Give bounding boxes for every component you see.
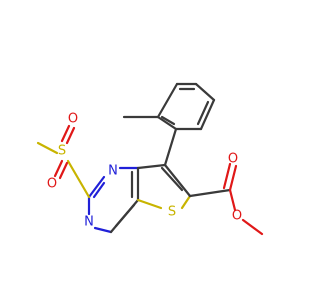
bond-sulfonyl-o-top <box>65 126 76 145</box>
bond-ph-4-inner <box>196 100 210 126</box>
atom-o-sulfonyl-bottom-label: O <box>47 177 57 192</box>
atom-n1-label: N <box>108 164 118 179</box>
bond-o-methyl <box>241 218 264 236</box>
bond-c7-c7a <box>136 163 167 170</box>
bond-ph-6-inner <box>160 115 176 126</box>
bond-ph-4 <box>199 98 216 131</box>
atom-o-carbonyl-label: O <box>228 152 238 167</box>
bond-c2-sulfonyl <box>66 159 91 199</box>
bond-ph-3 <box>194 82 216 102</box>
bond-sulfonyl-o-bottom <box>53 159 64 178</box>
bond-s-c6 <box>180 194 192 210</box>
bond-c4a-s <box>136 198 163 210</box>
structure-canvas: N N S S O O O O <box>36 82 264 236</box>
atom-s-sulfonyl-label: S <box>58 144 66 159</box>
bond-c6-c7-inner <box>160 166 184 192</box>
bond-c6-carbonyl <box>188 188 232 198</box>
bond-sulfonyl-o-bottom-2 <box>58 161 69 180</box>
atom-s-thiophene-label: S <box>168 205 176 220</box>
bond-n3-c4 <box>93 226 113 234</box>
bond-c6-c7 <box>163 163 192 198</box>
bond-carbonyl-o-2 <box>222 162 232 190</box>
bond-sulfonyl-methyl <box>36 141 59 155</box>
atom-n3-label: N <box>84 215 94 230</box>
bond-ph-1 <box>156 82 179 119</box>
bond-sulfonyl-o-top-2 <box>60 124 71 143</box>
bond-n1-c2-inner <box>92 181 106 199</box>
bond-c4-c4a-inner <box>114 203 136 228</box>
atom-o-sulfonyl-top-label: O <box>68 112 78 127</box>
bond-n1-c2 <box>87 175 106 199</box>
molecule-diagram: N N S S O O O O <box>36 82 264 236</box>
bond-carbonyl-o <box>228 164 238 192</box>
atom-o-ester-label: O <box>232 209 242 224</box>
bond-aryl-thienyl <box>163 127 178 167</box>
bond-ester-o <box>228 188 237 212</box>
bond-ph-6 <box>156 115 178 131</box>
